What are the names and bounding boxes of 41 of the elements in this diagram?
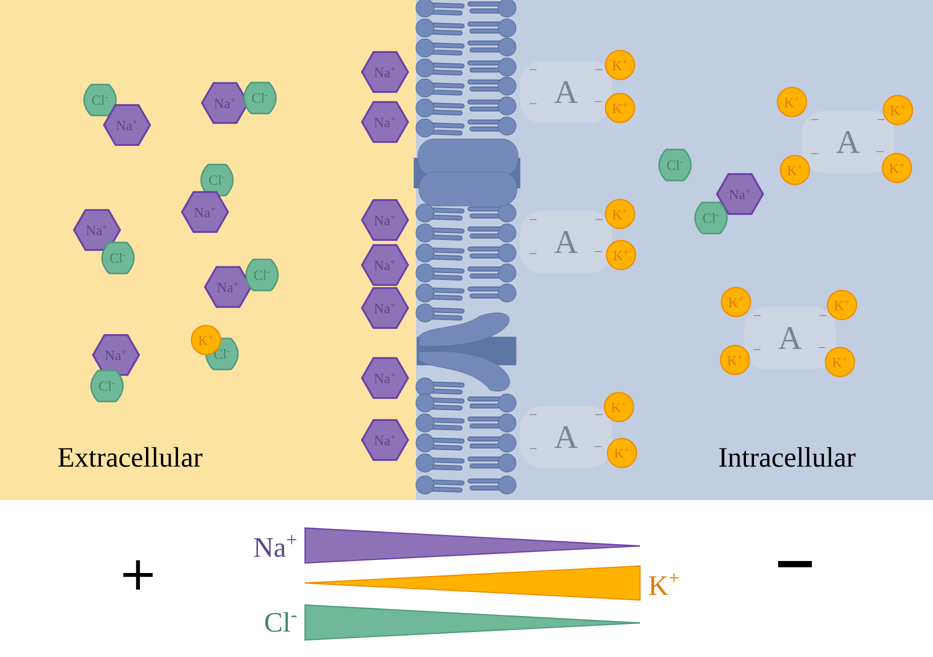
- ion-label: K$^{+}$: [649, 573, 679, 595]
- potassium-ion: K$^{+}$: [606, 240, 636, 270]
- minus-sign: −: [529, 448, 537, 450]
- minus-sign: −: [595, 69, 603, 70]
- minus-sign: −: [529, 253, 537, 254]
- minus-sign: −: [811, 119, 819, 120]
- potassium-ion: K$^{+}$: [604, 92, 636, 124]
- region-label: Extracellular: [58, 447, 202, 467]
- minus-sign: −: [529, 414, 537, 416]
- minus-sign: −: [778, 561, 812, 568]
- minus-sign: −: [595, 414, 603, 416]
- minus-sign: −: [818, 347, 826, 348]
- potassium-ion: K$^{+}$: [604, 198, 636, 230]
- minus-sign: −: [594, 101, 602, 102]
- potassium-ion: K$^{+}$: [826, 290, 858, 320]
- minus-sign: −: [753, 349, 761, 350]
- ion-label: Na$^{+}$: [254, 535, 296, 557]
- minus-sign: −: [819, 315, 827, 316]
- minus-sign: −: [877, 119, 885, 120]
- minus-sign: −: [811, 153, 819, 154]
- plus-sign: +: [123, 560, 153, 590]
- minus-sign: −: [529, 219, 537, 220]
- minus-sign: −: [595, 219, 603, 220]
- potassium-ion: K$^{+}$: [882, 152, 912, 184]
- potassium-ion: K$^{+}$: [780, 154, 810, 186]
- potassium-ion: K$^{+}$: [606, 438, 638, 468]
- region-label: Intracellular: [719, 447, 856, 467]
- potassium-ion: K$^{+}$: [604, 392, 634, 422]
- potassium-ion: K$^{+}$: [776, 86, 808, 118]
- potassium-ion: K$^{+}$: [604, 50, 636, 80]
- potassium-ion: K$^{+}$: [824, 346, 856, 378]
- minus-sign: −: [529, 69, 537, 70]
- minus-sign: −: [594, 251, 602, 252]
- minus-sign: −: [876, 151, 884, 152]
- potassium-ion: K$^{+}$: [882, 94, 914, 126]
- potassium-ion: K$^{+}$: [720, 344, 750, 376]
- minus-sign: −: [753, 315, 761, 316]
- minus-sign: −: [529, 103, 537, 104]
- potassium-ion: K$^{+}$: [720, 286, 752, 318]
- minus-sign: −: [594, 446, 602, 448]
- ion-label: Cl$^{-}$: [265, 612, 296, 632]
